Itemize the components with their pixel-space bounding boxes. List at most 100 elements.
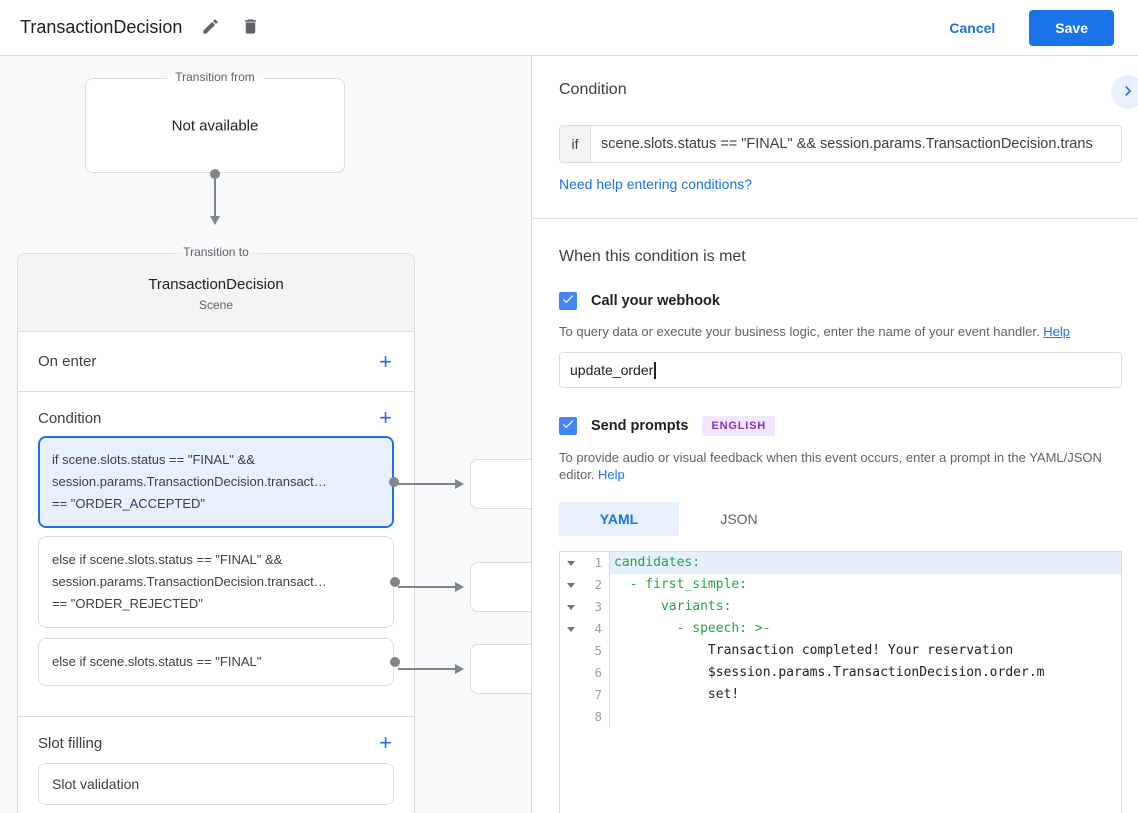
arrow-right-icon	[455, 664, 464, 674]
save-button[interactable]: Save	[1029, 9, 1114, 46]
yaml-code-editor[interactable]: 1 candidates: 2 - first_simple: 3 varian…	[559, 551, 1122, 813]
code-text: - speech: >-	[614, 621, 771, 636]
connector-line	[398, 586, 456, 588]
scene-flow-canvas: Transition from Not available Transition…	[0, 56, 531, 813]
fold-arrow-icon[interactable]	[567, 560, 575, 566]
transition-target-box[interactable]	[470, 644, 531, 694]
trash-icon	[241, 17, 260, 39]
condition-line: == "ORDER_ACCEPTED"	[52, 496, 205, 511]
divider	[532, 218, 1138, 219]
line-number: 6	[594, 665, 602, 680]
add-on-enter-button[interactable]: +	[379, 348, 392, 374]
transition-from-label: Transition from	[167, 70, 263, 84]
prompts-help-link[interactable]: Help	[598, 467, 625, 482]
webhook-helper: To query data or execute your business l…	[559, 324, 1040, 339]
conditions-help-link[interactable]: Need help entering conditions?	[559, 176, 753, 192]
code-text: candidates:	[610, 552, 1121, 574]
condition-expression-value[interactable]: scene.slots.status == "FINAL" && session…	[601, 136, 1093, 152]
connector-line	[214, 177, 216, 217]
transition-to-label: Transition to	[175, 245, 257, 259]
code-text: variants:	[614, 599, 732, 614]
on-enter-label: On enter	[38, 353, 97, 370]
edit-button[interactable]	[194, 12, 226, 44]
transition-target-box[interactable]	[470, 459, 531, 509]
condition-line: session.params.TransactionDecision.trans…	[52, 574, 327, 589]
scene-card-header[interactable]: TransactionDecision Scene	[18, 254, 414, 332]
condition-expression-field[interactable]: if scene.slots.status == "FINAL" && sess…	[559, 125, 1122, 163]
condition-editor-panel: Condition if scene.slots.status == "FINA…	[531, 56, 1138, 813]
condition-section: Condition +	[18, 392, 414, 436]
code-line[interactable]: 4 - speech: >-	[560, 618, 1121, 640]
fold-arrow-icon[interactable]	[567, 582, 575, 588]
transition-from-value: Not available	[171, 117, 259, 134]
connector-line	[398, 483, 456, 485]
code-line[interactable]: 6 $session.params.TransactionDecision.or…	[560, 662, 1121, 684]
code-text: Transaction completed! Your reservation	[614, 643, 1014, 658]
line-number: 2	[594, 577, 602, 592]
line-number: 3	[594, 599, 602, 614]
page-title: TransactionDecision	[20, 17, 183, 37]
code-text: $session.params.TransactionDecision.orde…	[614, 665, 1045, 680]
code-line[interactable]: 1 candidates:	[560, 552, 1121, 574]
condition-item-rejected[interactable]: else if scene.slots.status == "FINAL" &&…	[38, 536, 400, 628]
transition-target-box[interactable]	[470, 562, 531, 612]
collapse-panel-button[interactable]	[1111, 75, 1138, 109]
condition-line: else if scene.slots.status == "FINAL" &&	[52, 552, 283, 567]
chevron-right-icon	[1118, 81, 1138, 104]
condition-line: == "ORDER_REJECTED"	[52, 596, 203, 611]
connector-line	[398, 668, 456, 670]
connector-dot	[390, 657, 400, 667]
send-prompts-checkbox[interactable]	[559, 417, 577, 435]
fold-arrow-icon[interactable]	[567, 626, 575, 632]
slot-validation-item[interactable]: Slot validation	[38, 763, 394, 805]
line-number: 1	[594, 555, 602, 570]
prompts-helper: To provide audio or visual feedback when…	[559, 450, 1102, 482]
code-text	[610, 706, 1121, 728]
condition-line: session.params.TransactionDecision.trans…	[52, 474, 327, 489]
webhook-checkbox[interactable]	[559, 292, 577, 310]
event-handler-value: update_order	[570, 362, 654, 378]
divider	[18, 716, 414, 717]
send-prompts-label[interactable]: Send prompts	[591, 418, 689, 434]
condition-item-accepted[interactable]: if scene.slots.status == "FINAL" && sess…	[38, 436, 399, 528]
add-condition-button[interactable]: +	[379, 405, 392, 430]
fold-arrow-icon[interactable]	[567, 604, 575, 610]
pencil-icon	[201, 17, 220, 39]
scene-name: TransactionDecision	[148, 276, 284, 293]
condition-line: if scene.slots.status == "FINAL" &&	[52, 452, 255, 467]
tab-json[interactable]: JSON	[720, 511, 758, 527]
condition-item-final[interactable]: else if scene.slots.status == "FINAL"	[38, 638, 400, 686]
if-prefix-label: if	[560, 126, 591, 162]
transition-to-card: Transition to TransactionDecision Scene …	[17, 245, 415, 813]
top-bar: TransactionDecision Cancel Save	[0, 0, 1138, 56]
webhook-checkbox-label[interactable]: Call your webhook	[591, 293, 720, 309]
code-line[interactable]: 3 variants:	[560, 596, 1121, 618]
code-line[interactable]: 2 - first_simple:	[560, 574, 1121, 596]
add-slot-button[interactable]: +	[379, 730, 392, 755]
slot-filling-section: Slot filling +	[18, 717, 414, 761]
code-line[interactable]: 7 set!	[560, 684, 1121, 706]
event-handler-input[interactable]: update_order	[559, 352, 1122, 388]
line-number: 8	[594, 709, 602, 724]
code-text: - first_simple:	[614, 577, 748, 592]
text-caret	[654, 361, 656, 379]
code-line[interactable]: 5 Transaction completed! Your reservatio…	[560, 640, 1121, 662]
code-text: set!	[614, 687, 740, 702]
delete-button[interactable]	[234, 12, 266, 44]
transition-from-box[interactable]: Transition from Not available	[85, 70, 345, 173]
webhook-help-link[interactable]: Help	[1043, 324, 1070, 339]
cancel-button[interactable]: Cancel	[949, 19, 996, 36]
webhook-helper-text: To query data or execute your business l…	[559, 323, 1122, 340]
prompt-editor-tabs: YAML JSON	[559, 502, 1122, 536]
panel-condition-title: Condition	[559, 81, 627, 98]
check-icon	[561, 417, 575, 436]
tab-yaml[interactable]: YAML	[559, 502, 679, 536]
line-number: 7	[594, 687, 602, 702]
line-number: 5	[594, 643, 602, 658]
slot-filling-label: Slot filling	[38, 734, 103, 752]
language-badge: ENGLISH	[702, 416, 775, 436]
when-condition-met-title: When this condition is met	[559, 248, 746, 265]
divider	[18, 391, 414, 392]
condition-section-label: Condition	[38, 409, 102, 427]
code-line[interactable]: 8	[560, 706, 1121, 728]
